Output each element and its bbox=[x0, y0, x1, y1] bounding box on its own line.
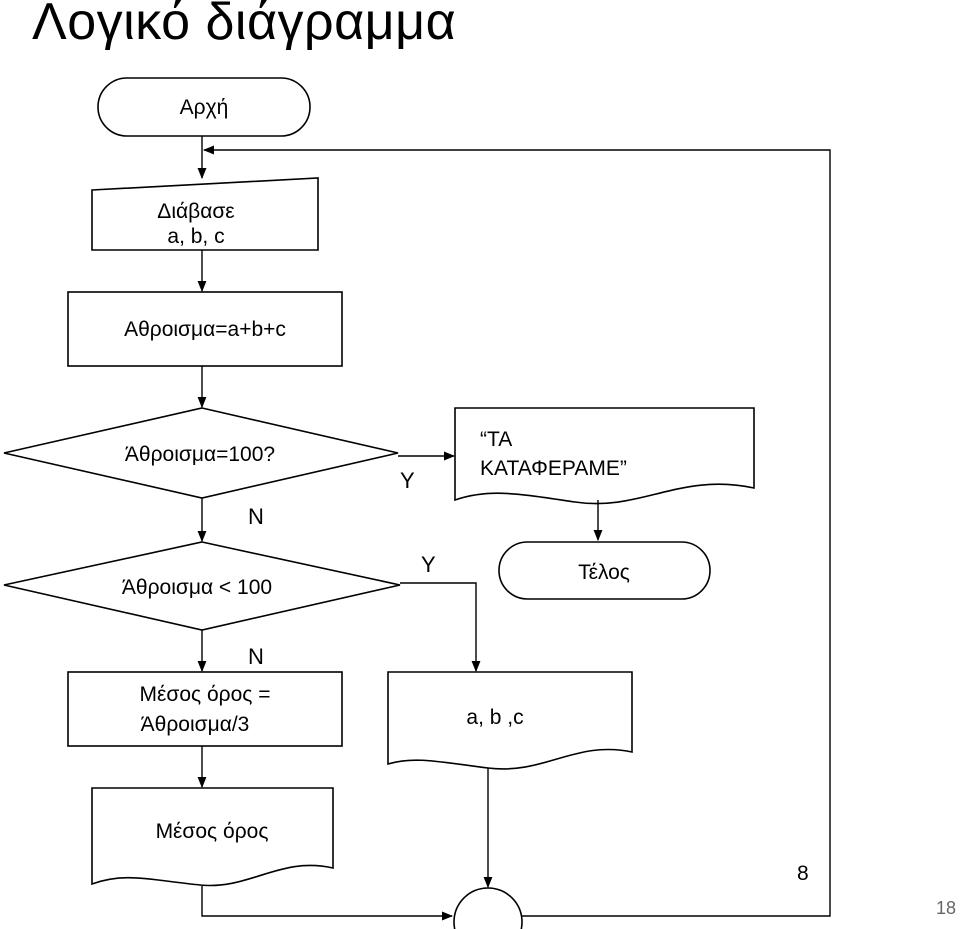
yes-label-less: Y bbox=[421, 552, 436, 577]
abc-output-document bbox=[387, 671, 633, 770]
mean-label-line-1: Μέσος όρος = bbox=[140, 683, 271, 706]
end-label: Τέλος bbox=[578, 561, 630, 584]
loop-back-connector bbox=[202, 145, 831, 917]
page-title: Λογικό διάγραμμα bbox=[32, 0, 457, 51]
end-terminator bbox=[498, 541, 711, 600]
connector-less-yes bbox=[400, 582, 481, 673]
read-label: Διάβασε bbox=[157, 200, 234, 223]
yes-label-equal: Y bbox=[400, 468, 415, 493]
success-line-1: “ΤΑ bbox=[480, 428, 512, 451]
no-label-equal: N bbox=[248, 504, 264, 529]
start-label: Αρχή bbox=[180, 96, 229, 119]
mean-label-line-2: Άθροισμα/3 bbox=[141, 713, 250, 736]
decision-less-label: Άθροισμα < 100 bbox=[122, 576, 272, 599]
start-terminator bbox=[97, 77, 311, 137]
mean-process-box bbox=[67, 671, 343, 747]
no-label-less: N bbox=[248, 644, 264, 669]
read-input-box bbox=[91, 177, 319, 251]
connector-mean-merge bbox=[201, 886, 454, 921]
read-variables: a, b, c bbox=[167, 225, 224, 248]
success-document bbox=[454, 407, 755, 505]
mean-output-label: Μέσος όρος bbox=[156, 820, 269, 843]
sum-label: Αθροισμα=a+b+c bbox=[124, 318, 286, 341]
success-line-2: ΚΑΤΑΦΕΡΑΜΕ” bbox=[480, 457, 627, 480]
slide-number: 18 bbox=[935, 898, 956, 918]
sum-process-box bbox=[67, 291, 343, 367]
decision-equal-label: Άθροισμα=100? bbox=[125, 443, 275, 466]
merge-connector-circle bbox=[453, 887, 523, 929]
abc-output-label: a, b ,c bbox=[466, 706, 523, 729]
mean-output-document bbox=[91, 787, 334, 887]
inner-number: 8 bbox=[797, 862, 809, 885]
